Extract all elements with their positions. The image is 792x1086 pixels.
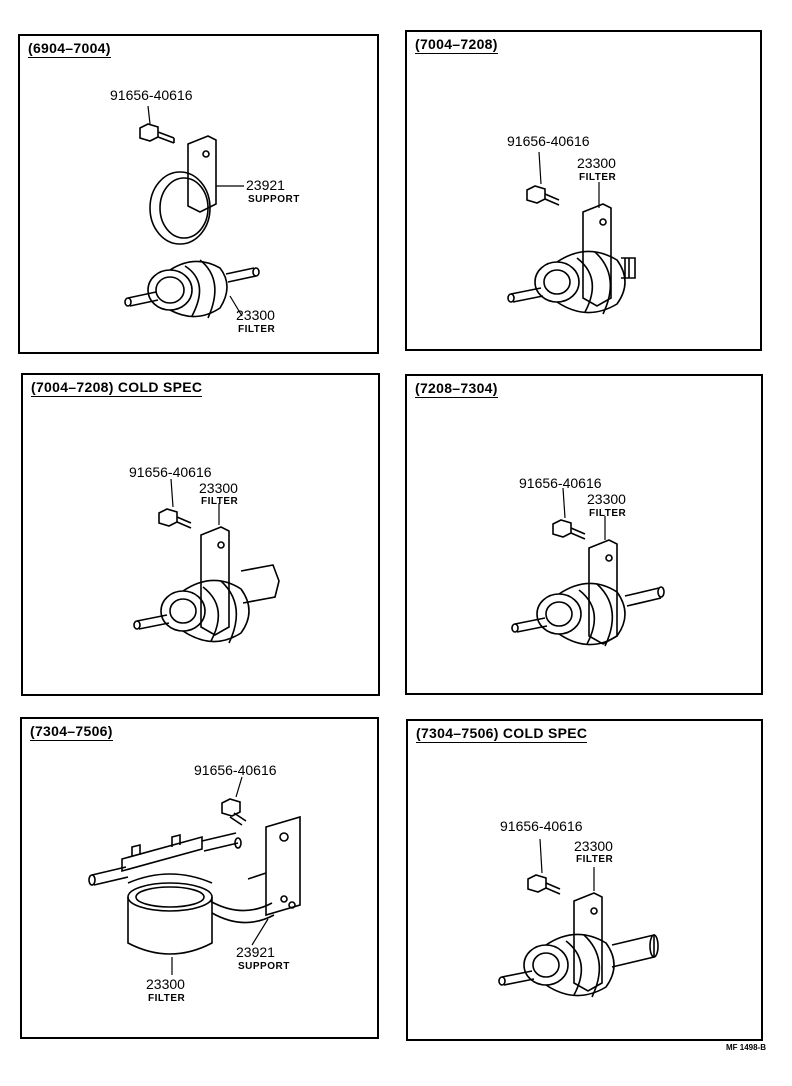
part-name-label: FILTER <box>576 854 614 865</box>
panel-title: (7304–7506) COLD SPEC <box>416 725 588 743</box>
fuel-filter-drawing <box>133 478 280 644</box>
part-number-label: 23921 <box>246 177 285 193</box>
part-number-label: 23300 <box>574 838 613 854</box>
panel-title: (7304–7506) <box>30 723 113 741</box>
panel-7004-7208-cold-spec: (7004–7208) COLD SPEC 91656-40616 23300 … <box>21 373 380 696</box>
panel-title: (6904–7004) <box>28 40 111 58</box>
part-number-label: 91656-40616 <box>110 87 193 103</box>
part-name-label: FILTER <box>148 993 186 1004</box>
part-number-label: 91656-40616 <box>519 475 602 491</box>
panel-title: (7004–7208) <box>415 36 498 54</box>
part-number-label: 23300 <box>577 155 616 171</box>
part-number-label: 91656-40616 <box>194 762 277 778</box>
part-name-label: FILTER <box>238 324 276 335</box>
panel-title: (7208–7304) <box>415 380 498 398</box>
part-number-label: 23300 <box>236 307 275 323</box>
fuel-filter-drawing <box>507 151 636 315</box>
part-name-label: FILTER <box>589 508 627 519</box>
fuel-filter-support-drawing <box>124 105 260 319</box>
fuel-filter-drawing <box>498 838 659 998</box>
panel-6904-7004: (6904–7004) 91656-406 <box>18 34 379 354</box>
part-name-label: FILTER <box>579 172 617 183</box>
panel-7208-7304: (7208–7304) 91656-40616 23300 FILTER <box>405 374 763 695</box>
part-name-label: FILTER <box>201 496 239 507</box>
part-number-label: 23300 <box>587 491 626 507</box>
part-number-label: 23300 <box>199 480 238 496</box>
figure-code: MF 1498-B <box>725 1043 766 1052</box>
part-name-label: SUPPORT <box>238 961 290 972</box>
part-number-label: 23300 <box>146 976 185 992</box>
part-number-label: 91656-40616 <box>500 818 583 834</box>
panel-7004-7208: (7004–7208) 91656-40616 23300 FILTER <box>405 30 762 351</box>
panel-7304-7506: (7304–7506) <box>20 717 379 1039</box>
panel-title: (7004–7208) COLD SPEC <box>31 379 203 397</box>
part-number-label: 23921 <box>236 944 275 960</box>
fuel-filter-drawing <box>511 487 665 647</box>
panel-7304-7506-cold-spec: (7304–7506) COLD SPEC 91656-40616 23300 … <box>406 719 763 1041</box>
fuel-filter-support-drawing <box>88 776 301 975</box>
part-number-label: 91656-40616 <box>129 464 212 480</box>
part-number-label: 91656-40616 <box>507 133 590 149</box>
part-name-label: SUPPORT <box>248 194 300 205</box>
